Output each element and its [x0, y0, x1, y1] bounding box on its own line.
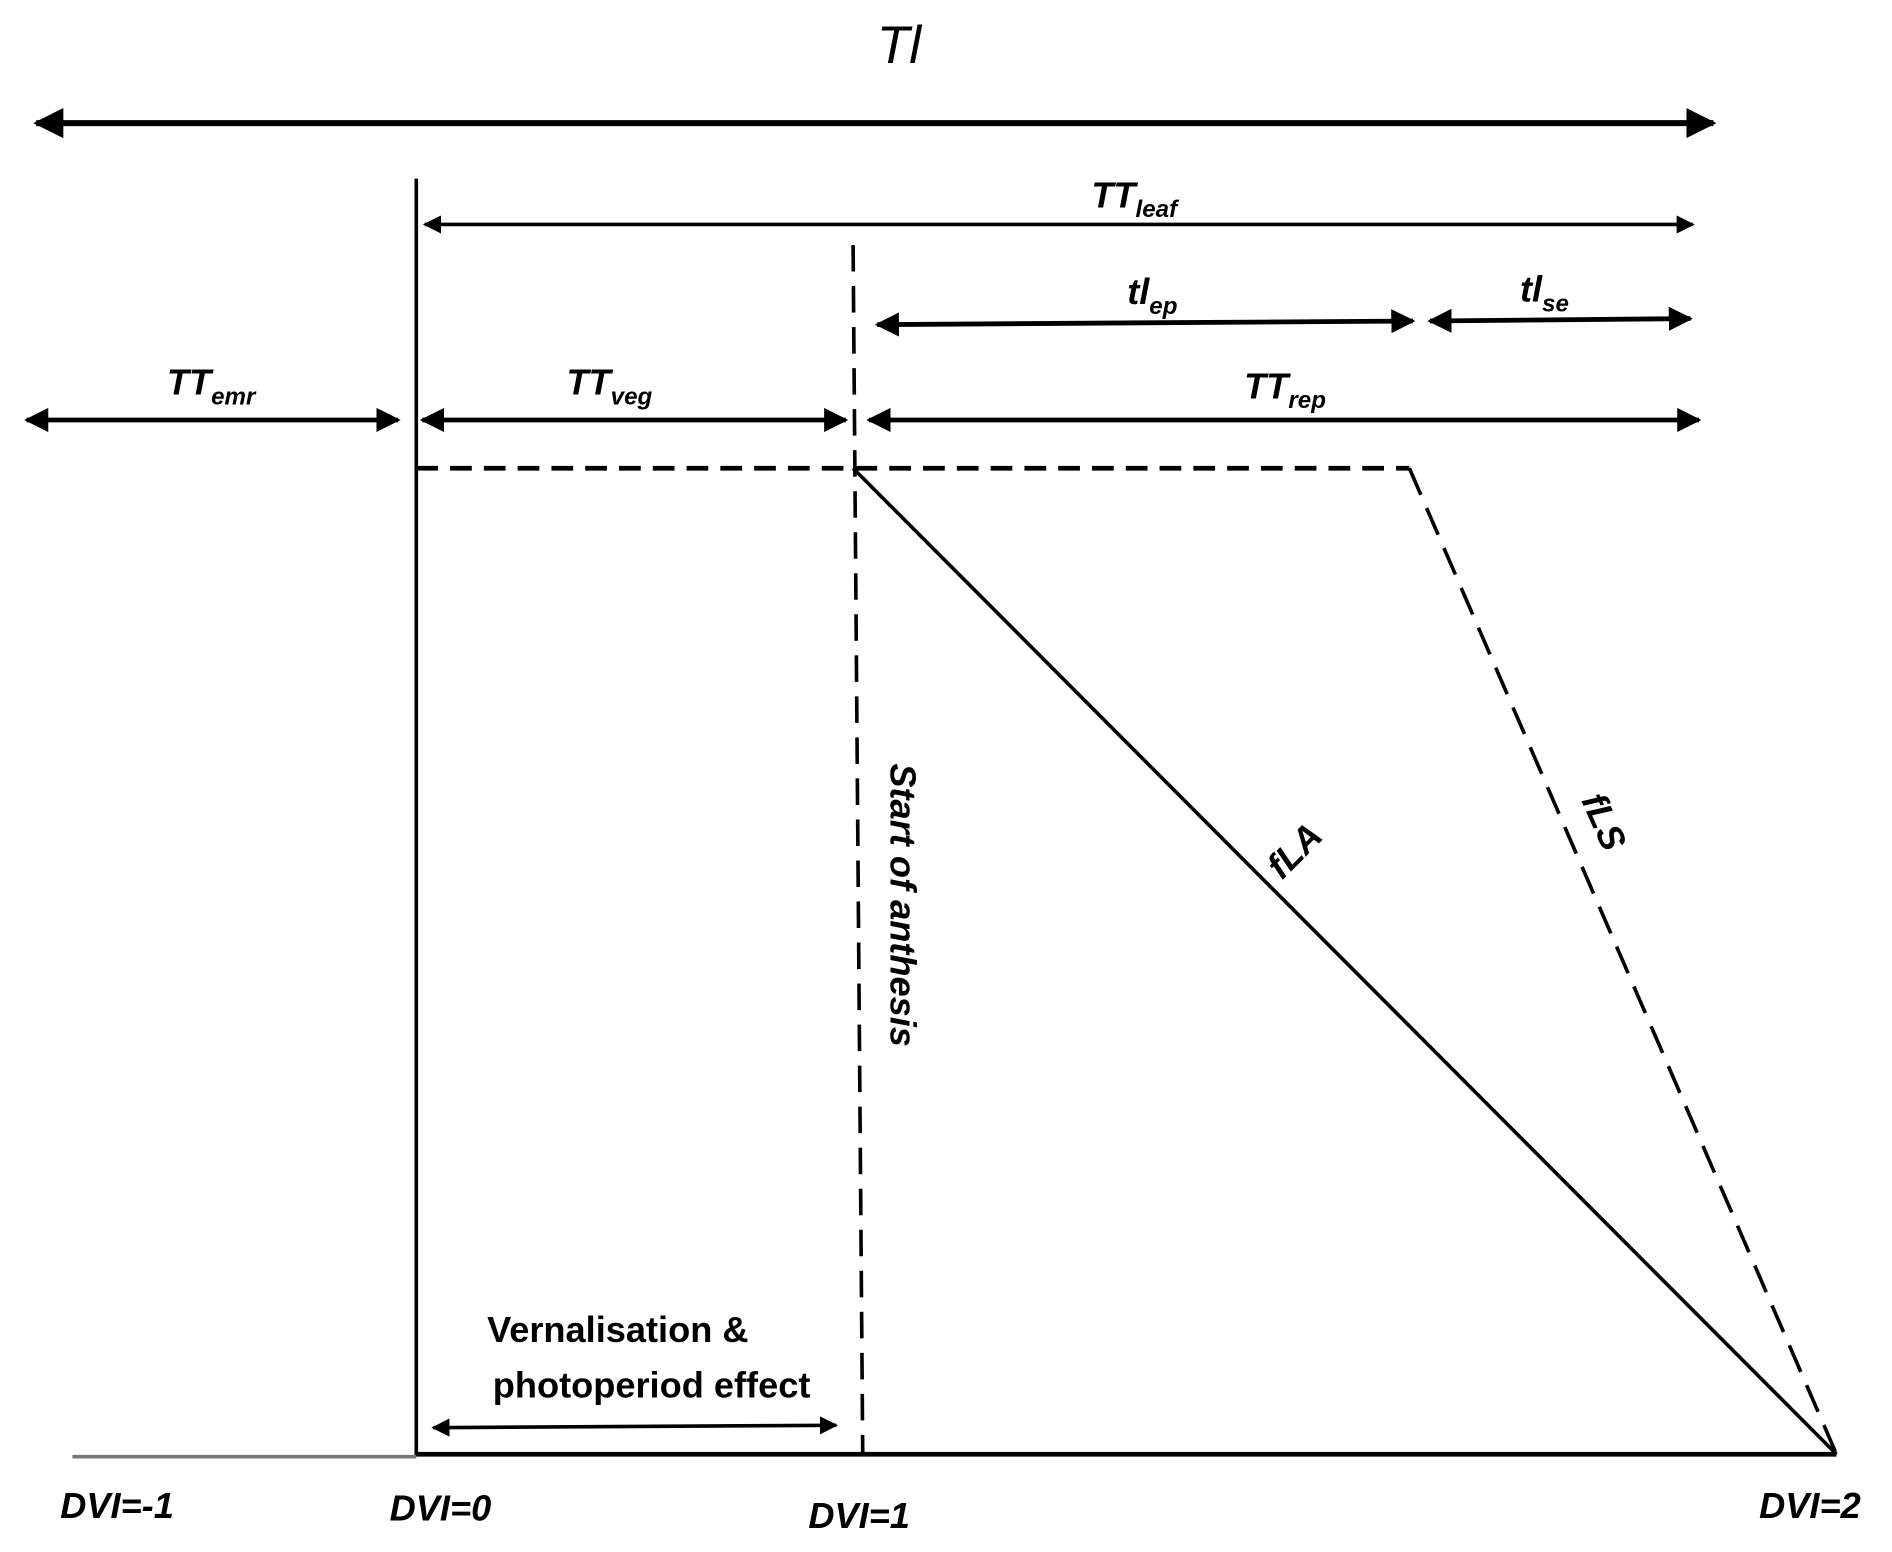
tl-se-label: tlse [1520, 269, 1569, 318]
tt-veg-label: TTveg [566, 362, 652, 411]
dvi-2-label: DVI=2 [1759, 1485, 1861, 1526]
fls-line [1407, 467, 1839, 1455]
fls-label: fLS [1574, 787, 1635, 857]
fla-line [851, 466, 1838, 1456]
tt-emr-label: TTemr [167, 362, 257, 411]
vernalisation-label-line2: photoperiod effect [493, 1365, 811, 1406]
tl-se-arrow [1427, 306, 1693, 333]
fla-label: fLA [1259, 815, 1331, 887]
tt-rep-label: TTrep [1244, 365, 1326, 414]
dvi-minus1-label: DVI=-1 [60, 1485, 174, 1526]
anthesis-line [851, 244, 865, 1456]
tl-ep-arrow [874, 309, 1416, 337]
tl-ep-label: tlep [1127, 271, 1177, 320]
tt-leaf-label: TTleaf [1091, 175, 1180, 224]
anthesis-label: Start of anthesis [882, 763, 923, 1047]
tl-label: Tl [877, 16, 922, 75]
vernalisation-label-line1: Vernalisation & [487, 1309, 748, 1350]
vernalisation-arrow [431, 1416, 839, 1437]
dvi-1-label: DVI=1 [808, 1495, 910, 1536]
dvi-0-label: DVI=0 [390, 1488, 492, 1529]
